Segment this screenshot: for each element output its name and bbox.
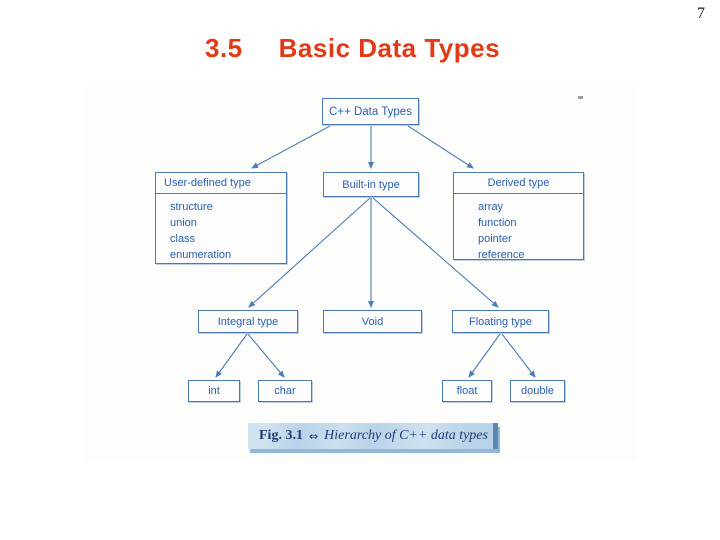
connector-builtin-integral — [248, 197, 371, 308]
connector-lines — [215, 125, 536, 378]
list-item-union: union — [170, 217, 197, 229]
node-floating-type: Floating type — [452, 310, 549, 333]
double-arrow-icon: ⇔ — [308, 429, 319, 443]
node-label: Floating type — [469, 315, 532, 328]
node-built-in-type: Built-in type — [323, 172, 419, 197]
derived-list: array function pointer reference — [454, 194, 583, 263]
node-float: float — [442, 380, 492, 402]
node-label: Built-in type — [342, 178, 400, 191]
slide-title: 3.5 Basic Data Types — [205, 33, 500, 64]
connector-floating-float — [468, 333, 501, 378]
node-void: Void — [323, 310, 422, 333]
figure-caption-text: Hierarchy of C++ data types — [324, 428, 488, 443]
node-double: double — [510, 380, 565, 402]
node-label: Integral type — [217, 315, 279, 328]
section-number: 3.5 — [205, 33, 243, 63]
node-label: float — [456, 385, 478, 397]
node-char: char — [258, 380, 312, 402]
list-item-reference: reference — [478, 249, 525, 261]
node-cpp-data-types: C++ Data Types — [322, 98, 419, 125]
node-int: int — [188, 380, 240, 402]
node-label: Derived type — [454, 173, 583, 194]
page-number: 7 — [697, 5, 705, 22]
list-item-pointer: pointer — [478, 233, 512, 245]
connector-integral-int — [215, 333, 248, 378]
user-defined-list: structure union class enumeration — [156, 194, 286, 263]
node-label: double — [520, 385, 555, 397]
connector-floating-double — [501, 333, 536, 378]
figure-caption-number: Fig. 3.1 — [259, 428, 303, 443]
node-label: char — [274, 385, 296, 397]
connector-root-derived — [407, 125, 474, 169]
list-item-array: array — [478, 201, 504, 213]
list-item-enumeration: enumeration — [170, 249, 232, 261]
node-user-defined-type: User-defined type structure union class … — [155, 172, 287, 264]
node-label: C++ Data Types — [329, 105, 412, 118]
figure-caption: Fig. 3.1 ⇔ Hierarchy of C++ data types — [248, 423, 498, 449]
scan-artifact-dot — [578, 96, 583, 99]
connector-builtin-floating — [372, 197, 499, 308]
node-derived-type: Derived type array function pointer refe… — [453, 172, 584, 263]
connector-root-userdefined — [251, 125, 331, 169]
list-item-structure: structure — [170, 201, 213, 213]
diagram-area: C++ Data Types User-defined type structu… — [85, 85, 638, 462]
node-label: User-defined type — [156, 173, 286, 194]
connector-integral-char — [247, 333, 285, 378]
list-item-function: function — [478, 217, 517, 229]
node-integral-type: Integral type — [198, 310, 298, 333]
node-label: Void — [361, 315, 384, 328]
list-item-class: class — [170, 233, 196, 245]
node-label: int — [208, 385, 220, 397]
title-text: Basic Data Types — [278, 33, 501, 63]
